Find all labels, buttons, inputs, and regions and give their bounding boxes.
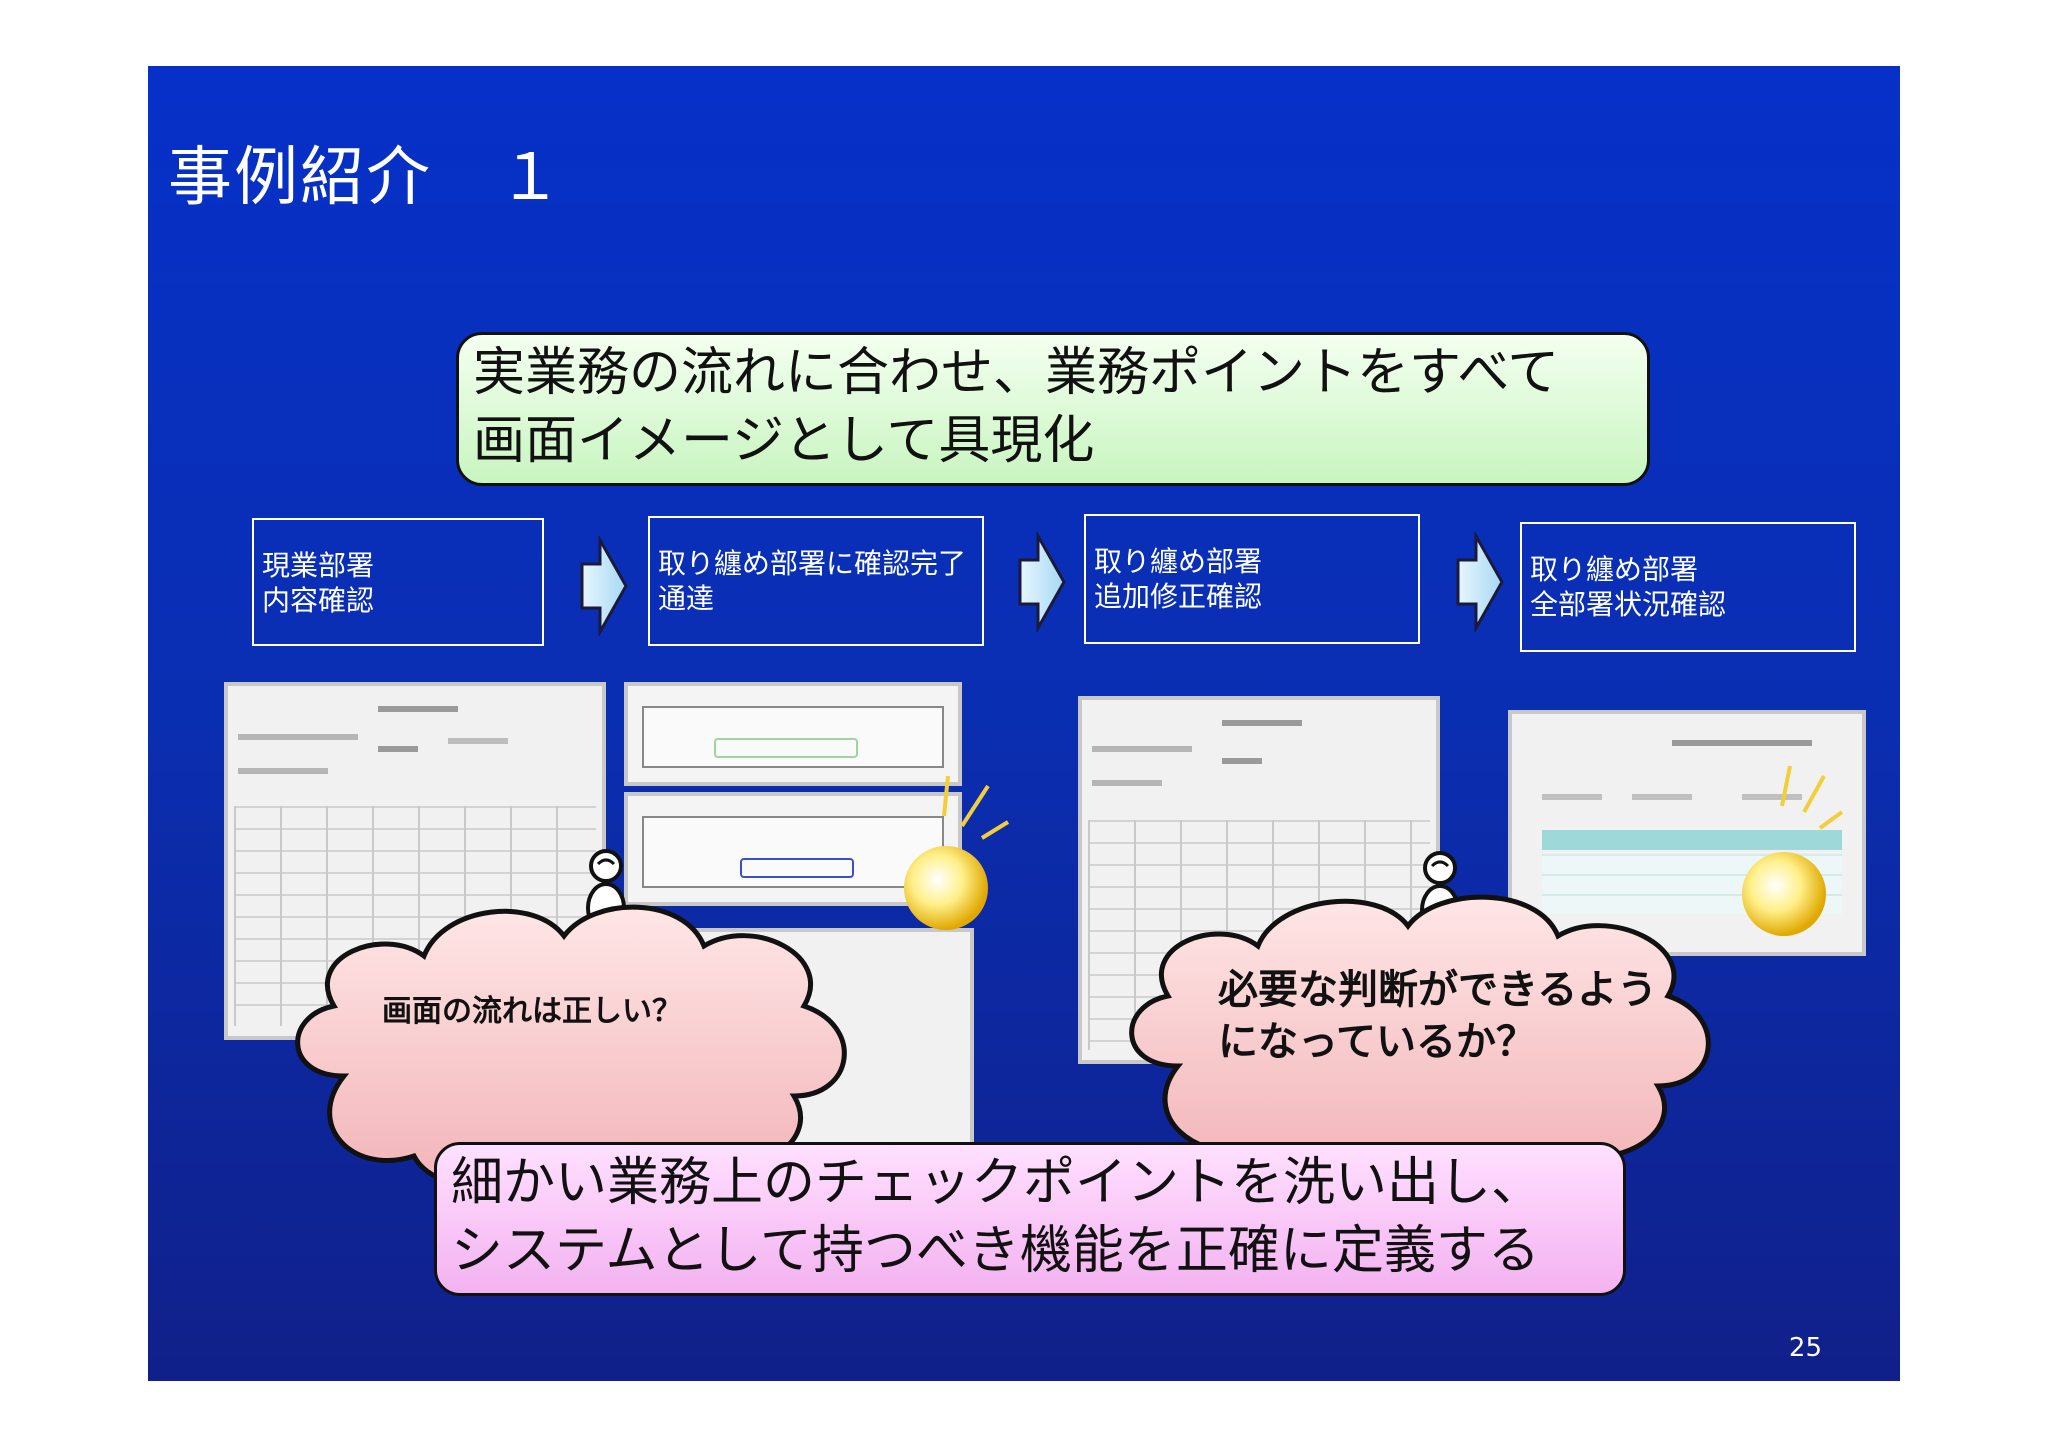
lightbulb-1-icon (904, 846, 988, 930)
bottom-callout: 細かい業務上のチェックポイントを洗い出し、 システムとして持つべき機能を正確に定… (434, 1142, 1626, 1296)
bottom-callout-line1: 細かい業務上のチェックポイントを洗い出し、 (451, 1153, 1544, 1213)
slide-title: 事例紹介 １ (168, 141, 564, 215)
step-4-line1: 取り纏め部署 (1530, 553, 1699, 586)
page-number: 25 (1788, 1333, 1822, 1363)
step-2-box: 取り纏め部署に確認完了 通達 (648, 516, 984, 646)
step-3-box: 取り纏め部署 追加修正確認 (1084, 514, 1420, 644)
top-callout-line2: 画面イメージとして具現化 (473, 411, 1095, 471)
top-callout-line1: 実業務の流れに合わせ、業務ポイントをすべて (473, 343, 1560, 403)
step-4-box: 取り纏め部署 全部署状況確認 (1520, 522, 1856, 652)
flow-arrow-3-icon (1456, 532, 1504, 632)
step-4-line2: 全部署状況確認 (1530, 588, 1727, 621)
step-3-line2: 追加修正確認 (1094, 580, 1263, 613)
step-2-line1: 取り纏め部署に確認完了 (658, 547, 967, 580)
sparkle-1-icon (942, 775, 1010, 840)
flow-arrow-1-icon (580, 536, 628, 636)
step-2-line2: 通達 (658, 582, 715, 615)
step-1-line2: 内容確認 (262, 584, 375, 617)
sparkle-2-icon (1780, 765, 1844, 830)
step-3-line1: 取り纏め部署 (1094, 545, 1263, 578)
slide: 事例紹介 １ 実業務の流れに合わせ、業務ポイントをすべて 画面イメージとして具現… (148, 66, 1900, 1381)
cloud-2-line1: 必要な判断ができるよう (1218, 967, 1658, 1013)
step-1-box: 現業部署 内容確認 (252, 518, 544, 646)
bottom-callout-line2: システムとして持つべき機能を正確に定義する (451, 1221, 1540, 1281)
step-1-line1: 現業部署 (262, 549, 375, 582)
flow-arrow-2-icon (1018, 532, 1066, 632)
lightbulb-2-icon (1742, 852, 1826, 936)
top-callout: 実業務の流れに合わせ、業務ポイントをすべて 画面イメージとして具現化 (456, 332, 1650, 486)
cloud-2-line2: になっているか？ (1218, 1019, 1536, 1065)
cloud-2-text: 必要な判断ができるよう になっているか？ (1218, 964, 1657, 1068)
cloud-1-text: 画面の流れは正しい？ (382, 994, 682, 1029)
confirm-dialog-thumbnail (624, 682, 962, 786)
